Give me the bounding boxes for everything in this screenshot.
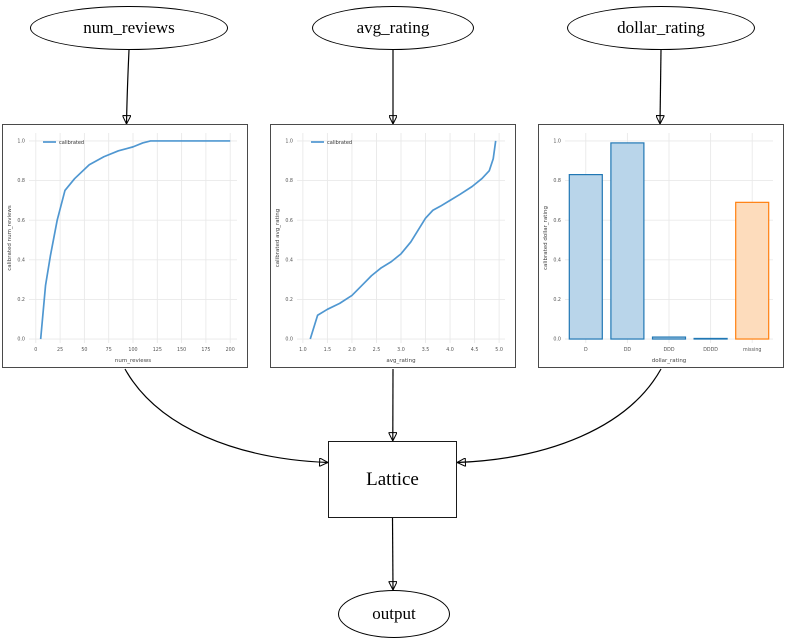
ytick-label: 0.4 (285, 257, 293, 263)
ytick-label: 0.2 (285, 297, 293, 303)
node-num-reviews-label: num_reviews (83, 18, 175, 37)
avg-rating-calibration-chart: 0.0 0.2 0.4 0.6 0.8 1.0 1.0 1.5 2.0 2.5 3.0 3.5 4.0 4… (275, 133, 505, 364)
xtick-label: 200 (226, 347, 235, 353)
xtick-label: DDD (663, 347, 674, 353)
x-axis-label: num_reviews (115, 358, 151, 364)
xtick-label: 1.0 (299, 347, 307, 353)
node-num-reviews: num_reviews (30, 6, 228, 50)
ytick-label: 0.6 (285, 218, 293, 224)
bar-DDD (651, 336, 687, 340)
legend-label: calibrated (59, 140, 84, 146)
edge-plot1-to-lattice (124, 368, 328, 463)
edge-plot3-to-lattice (457, 368, 662, 463)
xtick-label: 4.0 (446, 347, 454, 353)
ytick-label: 0.2 (553, 297, 561, 303)
xtick-label: 150 (177, 347, 186, 353)
xtick-label: 175 (201, 347, 210, 353)
ytick-label: 0.4 (553, 257, 561, 263)
xtick-label: 2.5 (373, 347, 381, 353)
xtick-label: 4.5 (471, 347, 479, 353)
xtick-label: 2.0 (348, 347, 356, 353)
node-lattice: Lattice (328, 441, 457, 518)
x-axis-label: avg_rating (386, 358, 415, 364)
x-axis-label: dollar_rating (652, 358, 687, 364)
ytick-label: 0.2 (17, 297, 25, 303)
edge-dollar-rating-to-plot (660, 49, 661, 124)
num-reviews-calibration-chart: 0.0 0.2 0.4 0.6 0.8 1.0 0 25 50 75 100 125 150 175 200… (7, 133, 237, 364)
ytick-label: 0.6 (17, 218, 25, 224)
xtick-label: DD (624, 347, 632, 353)
bar-D (568, 174, 603, 340)
xtick-label: 3.0 (397, 347, 405, 353)
ytick-label: 0.4 (17, 257, 25, 263)
y-axis-label: calibrated avg_rating (275, 209, 281, 268)
ytick-label: 0.8 (553, 178, 561, 184)
y-axis-label: calibrated dollar_rating (543, 206, 549, 270)
node-output: output (338, 590, 450, 638)
ytick-label: 0.8 (17, 178, 25, 184)
series-line-calibrated (309, 140, 497, 340)
xtick-label: 5.0 (495, 347, 503, 353)
xtick-label: 0 (34, 347, 37, 353)
ytick-label: 0.0 (553, 337, 561, 343)
ytick-label: 0.6 (553, 218, 561, 224)
edge-lattice-to-output (393, 517, 394, 590)
ytick-label: 1.0 (17, 139, 25, 145)
ytick-label: 0.0 (285, 337, 293, 343)
xtick-label: DDDD (703, 347, 718, 353)
y-axis-label: calibrated num_reviews (7, 205, 13, 271)
calibrator-plot-num-reviews: 0.0 0.2 0.4 0.6 0.8 1.0 0 25 50 75 100 125 150 175 200… (2, 124, 248, 368)
xtick-label: 1.5 (324, 347, 332, 353)
bar-DDDD (693, 337, 728, 340)
calibrator-plot-avg-rating: 0.0 0.2 0.4 0.6 0.8 1.0 1.0 1.5 2.0 2.5 3.0 3.5 4.0 4… (270, 124, 516, 368)
node-dollar-rating: dollar_rating (567, 6, 755, 50)
node-avg-rating-label: avg_rating (356, 18, 430, 37)
node-output-label: output (372, 604, 416, 623)
series-line-calibrated (39, 140, 231, 340)
node-avg-rating: avg_rating (312, 6, 474, 50)
bar-DD (610, 142, 645, 340)
xtick-label: D (584, 347, 588, 353)
xtick-label: 125 (153, 347, 162, 353)
node-dollar-rating-label: dollar_rating (617, 18, 705, 37)
xtick-label: 50 (81, 347, 87, 353)
xtick-label: 100 (128, 347, 137, 353)
ytick-label: 1.0 (553, 139, 561, 145)
xtick-label: 25 (57, 347, 63, 353)
xtick-label: missing (743, 347, 761, 353)
ytick-label: 0.8 (285, 178, 293, 184)
bar-missing (735, 201, 770, 340)
ytick-label: 0.0 (17, 337, 25, 343)
edge-num-reviews-to-plot (127, 49, 130, 124)
xtick-label: 75 (106, 347, 112, 353)
legend-label: calibrated (327, 140, 352, 146)
ytick-label: 1.0 (285, 139, 293, 145)
node-lattice-label: Lattice (366, 468, 419, 490)
xtick-label: 3.5 (422, 347, 430, 353)
